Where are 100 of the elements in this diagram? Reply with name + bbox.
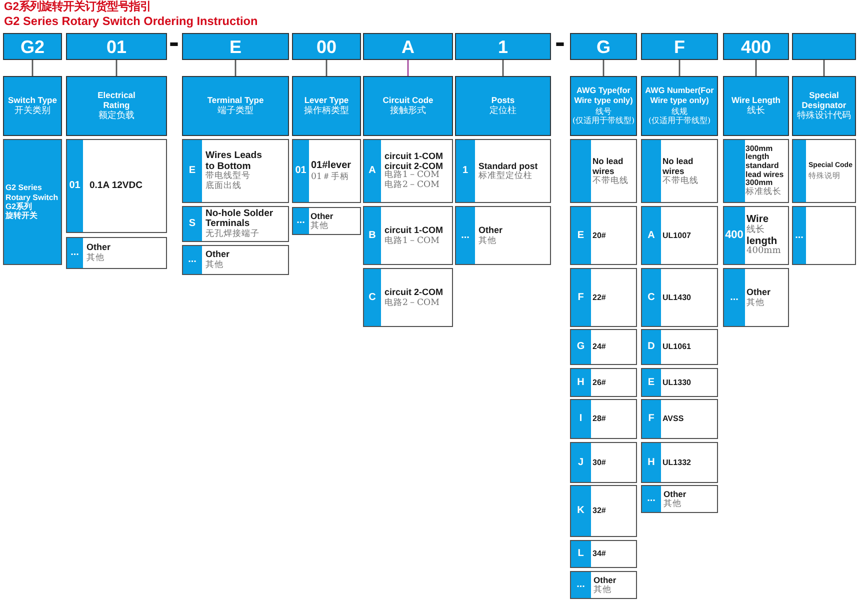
code-tab: D — [642, 330, 660, 364]
option-translation: 其他 — [746, 298, 764, 308]
code-box: F — [641, 33, 718, 60]
option-translation: 400mm — [746, 246, 781, 257]
option-translation: 无孔焊接端子 — [206, 230, 260, 240]
code-tab: 400 — [724, 207, 744, 264]
code-box: 00 — [292, 33, 361, 60]
option-translation: 其他 — [86, 253, 104, 264]
option-box — [792, 139, 856, 203]
option-box — [570, 399, 637, 439]
category-translation: 定位柱 — [490, 106, 516, 117]
category-box — [723, 76, 789, 136]
category-name: Switch Type — [8, 95, 57, 106]
category-box — [66, 76, 167, 136]
code-tab: ... — [456, 207, 474, 264]
category-name: Posts — [491, 95, 515, 106]
option-text: UL1332 — [662, 458, 691, 468]
option-text: No-hole Solder Terminals — [206, 208, 274, 230]
category-box — [641, 76, 718, 136]
option-text: UL1330 — [662, 378, 691, 388]
category-name: Wire Length — [731, 95, 781, 106]
option-translation: 标准型定位柱 — [478, 171, 532, 182]
code-tab: I — [571, 400, 590, 438]
option-text: Other — [664, 488, 686, 499]
connector-line — [755, 60, 757, 76]
option-text: Other — [310, 210, 334, 221]
code-tab: C — [364, 269, 380, 326]
code-tab: 01 — [67, 140, 82, 232]
category-name: Terminal Type — [207, 95, 264, 106]
code-tab: E — [183, 140, 202, 202]
option-text: Wires Leads to Bottom — [206, 150, 263, 172]
category-translation: 开关类别 — [14, 106, 50, 117]
connector-line — [32, 60, 34, 76]
category-box — [363, 76, 453, 136]
code-tab: 1 — [456, 140, 474, 202]
code-tab: ... — [642, 486, 660, 512]
code-tab: E — [642, 369, 660, 396]
connector-line — [234, 60, 236, 76]
option-text: 0.1A 12VDC — [90, 180, 142, 192]
option-translation: 其他 — [206, 260, 224, 271]
connector-line — [116, 60, 118, 76]
option-box — [455, 206, 551, 265]
category-translation: 接触形式 — [390, 106, 426, 117]
category-box — [182, 76, 289, 136]
connector-line — [823, 60, 825, 76]
option-box — [570, 139, 637, 203]
code-tab: C — [642, 269, 660, 326]
option-box — [641, 399, 718, 439]
option-box — [455, 139, 551, 203]
code-tab: ... — [724, 269, 744, 326]
option-box — [723, 206, 789, 265]
option-text: UL1007 — [662, 230, 691, 240]
option-box — [641, 268, 718, 327]
code-tab: B — [364, 207, 380, 264]
code-tab: ... — [571, 572, 590, 598]
option-box — [641, 139, 718, 203]
category-translation: 操作柄类型 — [304, 106, 349, 117]
code-box: A — [363, 33, 453, 60]
category-box — [455, 76, 551, 136]
option-box — [182, 206, 289, 242]
category-box — [570, 76, 637, 136]
option-text: circuit 1-COM — [384, 224, 444, 236]
option-text: Other — [478, 224, 503, 236]
category-name: AWG Type(for Wire type only) — [573, 86, 634, 107]
option-text: 34# — [592, 549, 606, 559]
option-text: Other — [594, 574, 616, 585]
option-translation: 标准线长 — [746, 188, 782, 198]
code-tab: J — [571, 443, 590, 482]
code-box: G — [570, 33, 637, 60]
code-tab: H — [571, 369, 590, 396]
option-text: AVSS — [662, 414, 684, 424]
code-box: 400 — [723, 33, 789, 60]
category-name: Lever Type — [304, 95, 349, 106]
option-box — [570, 540, 637, 568]
option-box — [66, 139, 167, 233]
option-translation: 不带电线 — [592, 176, 628, 186]
option-text: No lead wires — [592, 156, 624, 176]
code-tab: S — [183, 207, 202, 241]
option-box — [641, 206, 718, 265]
connector-line — [326, 60, 328, 76]
code-tab: A — [642, 207, 660, 264]
title: G2系列旋转开关订货型号指引 — [4, 2, 152, 14]
code-tab: ... — [183, 246, 202, 274]
option-translation: 电路1－COM — [384, 236, 440, 246]
option-text: Other — [206, 249, 230, 260]
option-text: UL1430 — [662, 292, 691, 302]
code-separator: - — [169, 28, 179, 58]
code-box: E — [182, 33, 289, 60]
connector-line — [602, 60, 604, 76]
option-translation: 线长 — [746, 226, 764, 236]
code-tab: K — [571, 486, 590, 536]
category-box — [3, 76, 62, 136]
category-name: AWG Number(For Wire type only) — [644, 86, 715, 107]
option-box — [363, 206, 453, 265]
option-text: Other — [746, 286, 771, 298]
category-translation: 线长 — [747, 106, 765, 117]
option-translation: 带电线型号底面出线 — [206, 172, 252, 192]
option-box — [570, 268, 637, 327]
connector-line — [502, 60, 504, 76]
code-separator: - — [555, 28, 565, 58]
